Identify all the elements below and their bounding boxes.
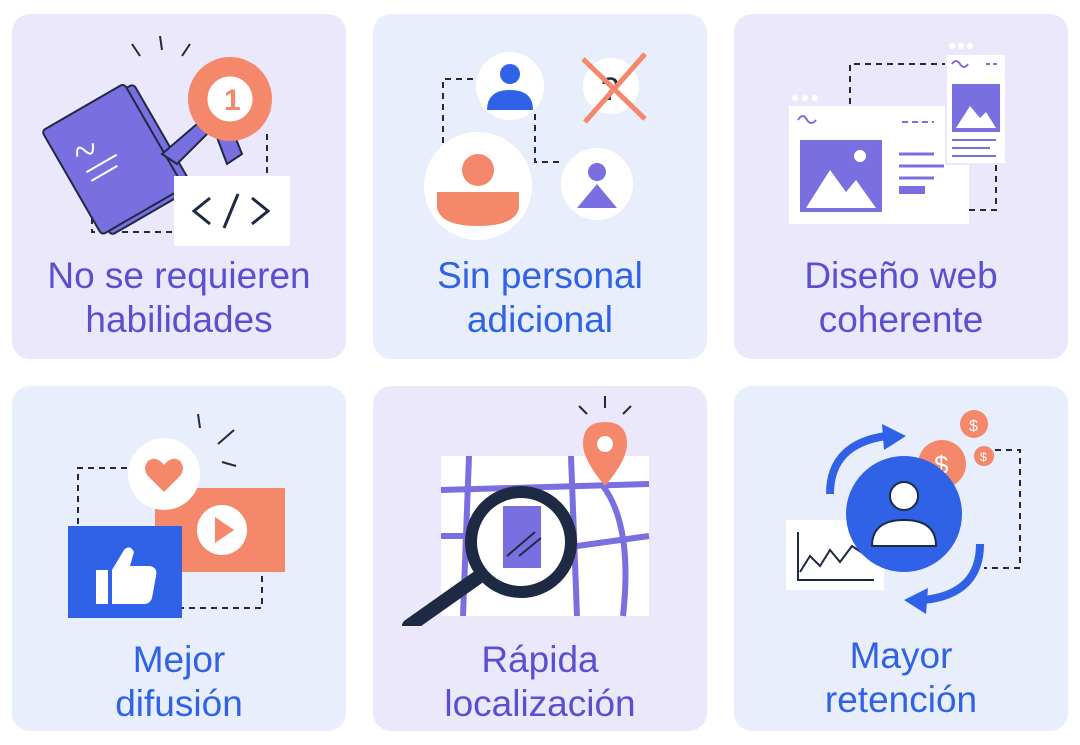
card-title-line2: localización — [444, 683, 636, 724]
map-search-icon — [402, 396, 650, 626]
user-retention-icon: $ $ $ — [786, 410, 1021, 614]
card-title-line1: No se requieren — [47, 255, 311, 296]
people-network-icon: ? — [424, 52, 647, 240]
card-title-line2: habilidades — [85, 299, 273, 340]
svg-text:$: $ — [969, 418, 978, 435]
social-media-icon — [68, 413, 285, 618]
svg-text:$: $ — [980, 450, 987, 464]
card-title-line1: Diseño web — [804, 255, 998, 296]
card-title-line1: Sin personal — [437, 255, 643, 296]
card-title-line2: retención — [824, 679, 978, 720]
certificate-code-icon: 1 — [42, 35, 290, 246]
feature-card-no-staff: ? Sin personal adicional — [373, 14, 707, 359]
feature-card-web-design: Diseño web coherente — [734, 14, 1068, 359]
card-title-line1: Mayor — [849, 635, 953, 676]
card-title-line2: coherente — [818, 299, 984, 340]
feature-card-no-skills: 1 No se requieren habilidades — [12, 14, 346, 359]
web-layout-icon — [789, 43, 1007, 224]
feature-card-location: Rápida localización — [373, 386, 707, 731]
card-title-line1: Rápida — [481, 639, 599, 680]
card-title-line2: difusión — [115, 683, 243, 724]
svg-text:1: 1 — [224, 84, 241, 117]
card-title-line1: Mejor — [132, 639, 226, 680]
card-title-line2: adicional — [466, 299, 614, 340]
feature-card-reach: Mejor difusión — [12, 386, 346, 731]
feature-card-retention: $ $ $ Mayor retención — [734, 386, 1068, 731]
